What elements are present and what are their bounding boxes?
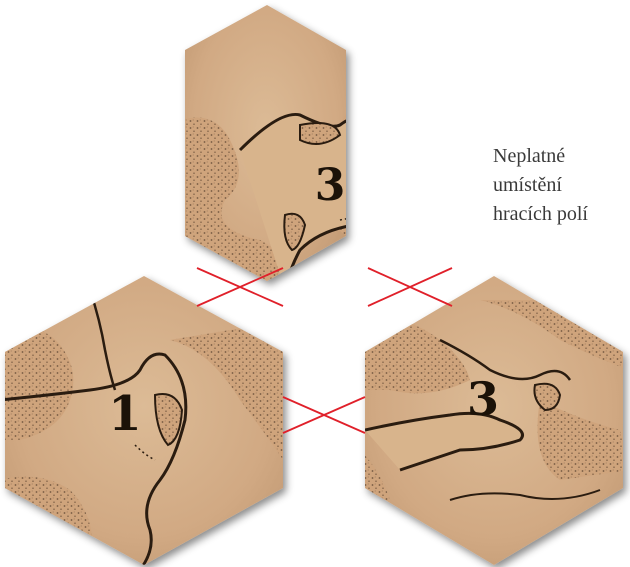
invalid-mark-middle [283,397,365,433]
tile-number-left: 1 [108,386,141,442]
caption-line-3: hracích polí [493,200,588,229]
tile-number-top: 3 [315,160,346,211]
invalid-placement-caption: Neplatné umístění hracích polí [493,142,588,229]
invalid-mark-top-left [197,268,283,306]
hex-tile-left: 1 [0,276,290,567]
invalid-mark-top-right [368,268,452,306]
hex-tile-right: 3 [360,276,630,565]
caption-line-2: umístění [493,171,588,200]
tile-number-right: 3 [467,372,499,426]
hex-tile-top: 3 [180,5,410,300]
caption-line-1: Neplatné [493,142,588,171]
